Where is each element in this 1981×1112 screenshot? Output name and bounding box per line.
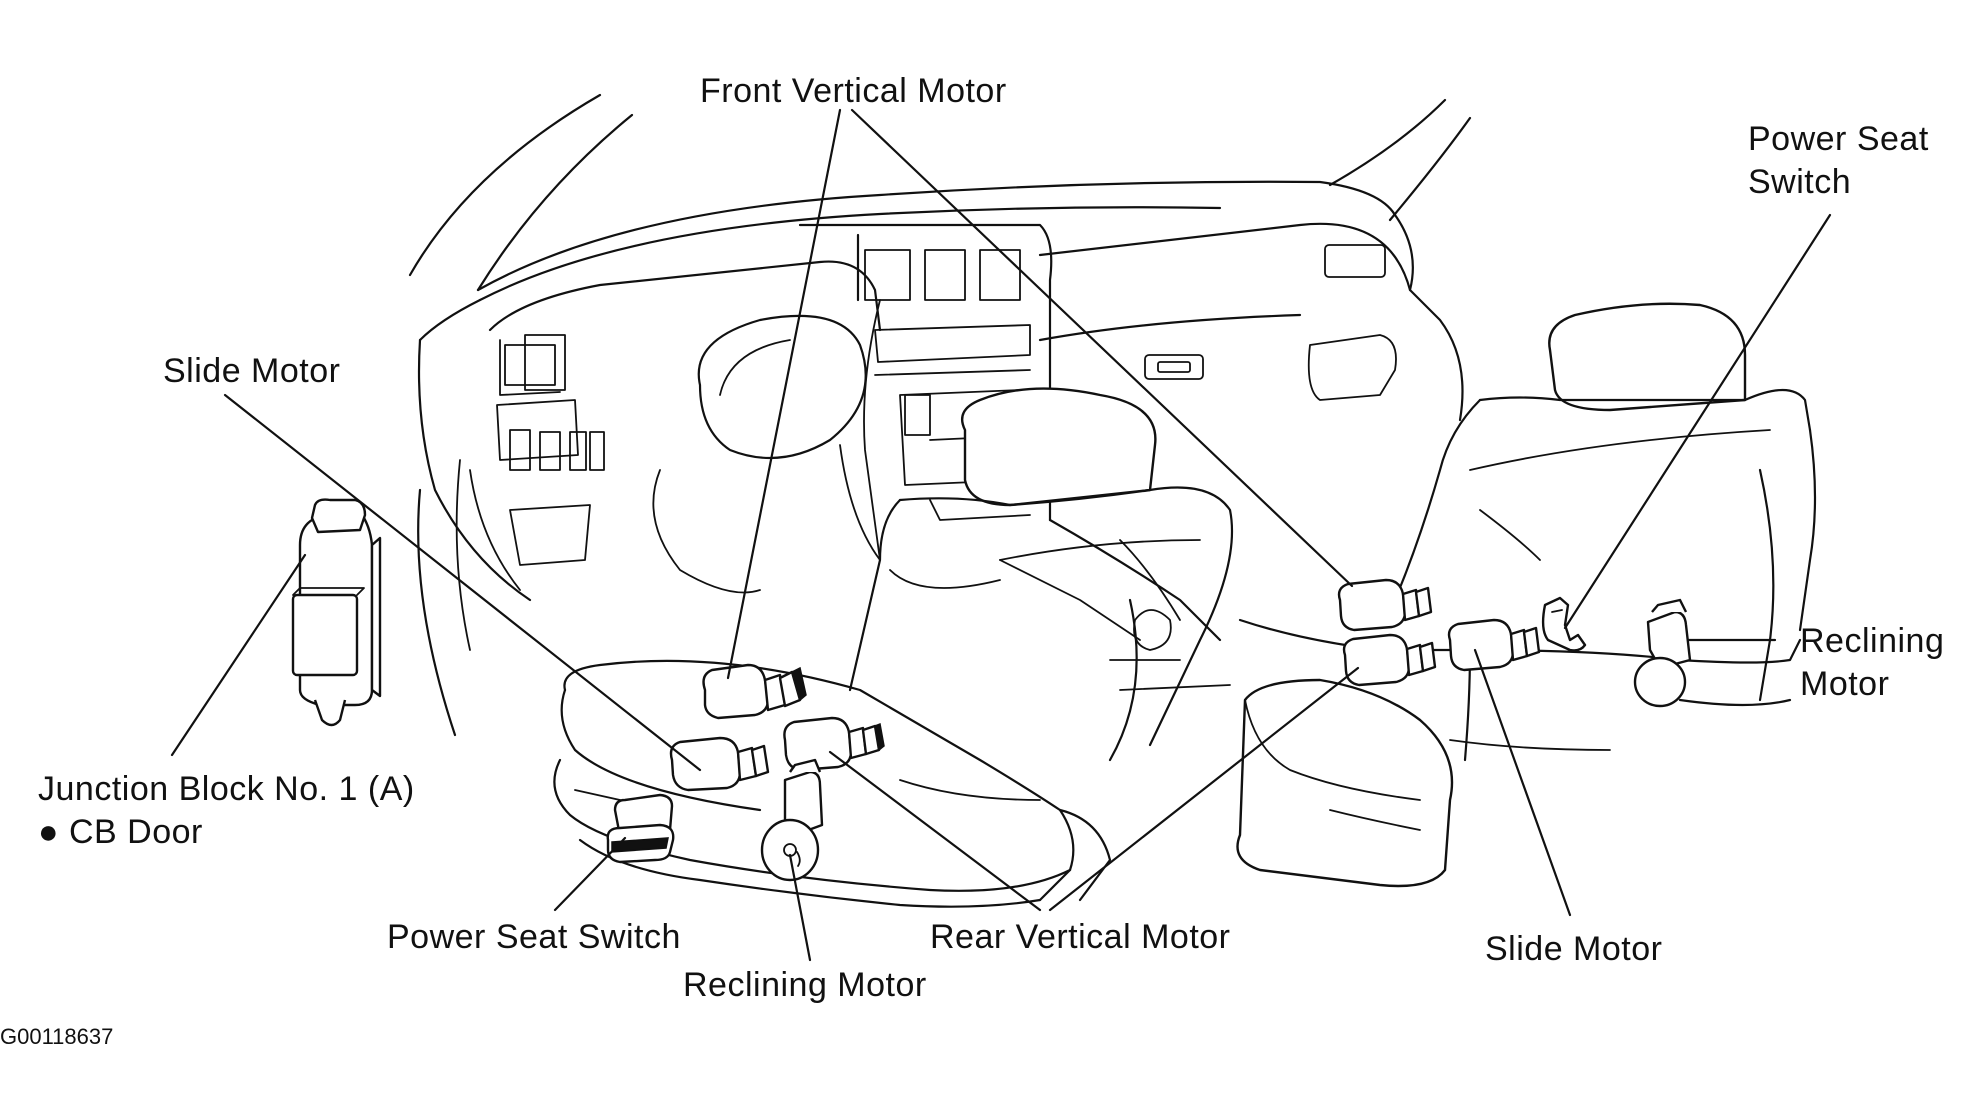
driver-seat: [553, 387, 1234, 908]
driver-reclining-motor: [760, 758, 824, 882]
label-rear-vertical-motor: Rear Vertical Motor: [930, 918, 1231, 956]
driver-power-seat-switch: [606, 793, 675, 864]
label-reclining-motor-right-line2: Motor: [1800, 665, 1889, 703]
dashboard-outline: [408, 93, 1472, 737]
passenger-rear-vertical-motor: [1342, 633, 1437, 687]
driver-rear-vertical-motor: [783, 716, 885, 772]
driver-front-vertical-motor: [702, 663, 807, 720]
label-reclining-motor-right-line1: Reclining: [1800, 622, 1944, 660]
label-junction-block-line2: ● CB Door: [38, 813, 203, 851]
label-reclining-motor-left: Reclining Motor: [683, 966, 927, 1004]
label-slide-motor-left: Slide Motor: [163, 352, 340, 390]
label-slide-motor-right: Slide Motor: [1485, 930, 1662, 968]
junction-block: [291, 498, 382, 727]
driver-slide-motor: [669, 736, 770, 792]
label-power-seat-switch-right-line2: Switch: [1748, 163, 1851, 201]
figure-code: G00118637: [0, 1024, 113, 1049]
label-junction-block-line1: Junction Block No. 1 (A): [38, 770, 415, 808]
label-power-seat-switch-left: Power Seat Switch: [387, 918, 681, 956]
label-power-seat-switch-right-line1: Power Seat: [1748, 120, 1929, 158]
passenger-power-seat-switch: [1541, 596, 1587, 652]
passenger-front-vertical-motor: [1337, 578, 1433, 632]
passenger-reclining-motor: [1633, 598, 1692, 708]
center-console: [1236, 678, 1454, 888]
passenger-slide-motor: [1447, 618, 1541, 672]
leader-lines: [170, 108, 1832, 962]
label-front-vertical-motor: Front Vertical Motor: [700, 72, 1007, 110]
